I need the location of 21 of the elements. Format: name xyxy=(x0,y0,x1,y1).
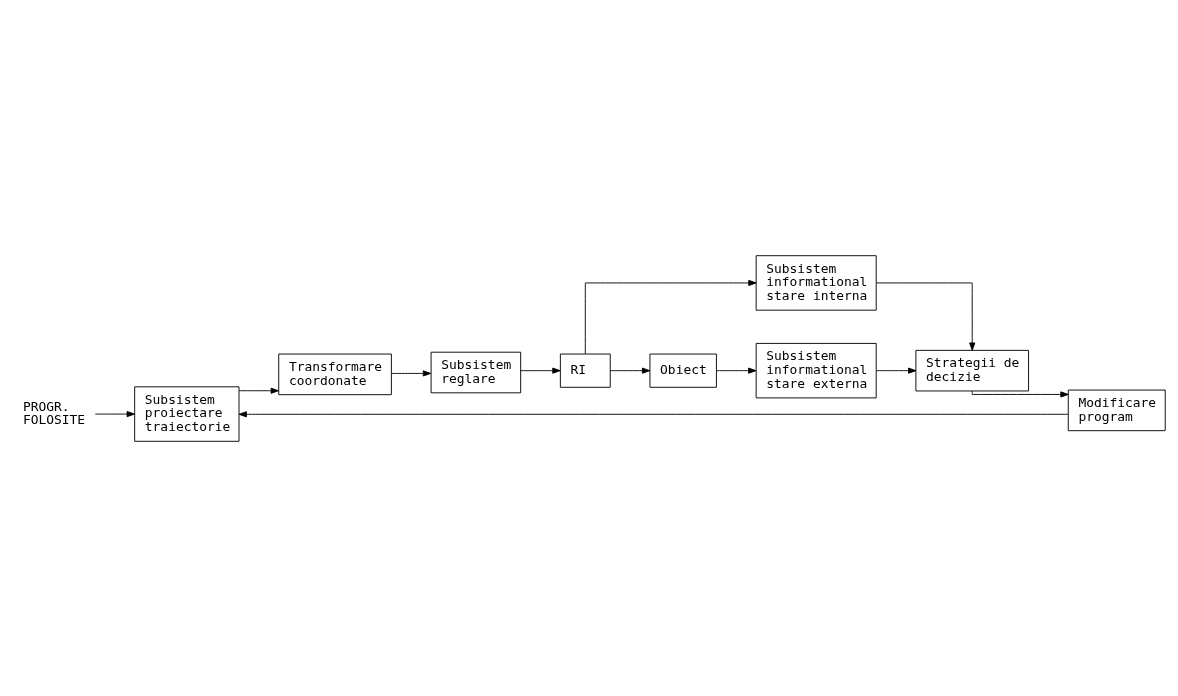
arrow xyxy=(716,367,757,374)
arrow xyxy=(94,410,135,417)
node-box: Subsistem proiectare traiectorie xyxy=(134,385,240,442)
arrow xyxy=(391,369,432,376)
node-box: Subsistem informational stare interna xyxy=(755,254,877,311)
node-box: Strategii de decizie xyxy=(915,349,1029,391)
node-box: Obiect xyxy=(649,353,717,388)
arrow xyxy=(609,367,651,374)
arrow xyxy=(238,387,279,394)
arrow xyxy=(238,410,1069,417)
node-box: Subsistem reglare xyxy=(430,351,522,393)
node-box: Subsistem informational stare externa xyxy=(755,342,877,398)
node-box: Modificare program xyxy=(1067,389,1166,431)
arrow xyxy=(971,390,1069,397)
arrow xyxy=(584,279,757,354)
node-box: RI xyxy=(559,353,611,388)
node-text: PROGR. FOLOSITE xyxy=(22,398,86,427)
arrow xyxy=(876,367,917,374)
arrow xyxy=(520,367,561,374)
node-box: Transformare coordonate xyxy=(278,353,392,395)
arrow xyxy=(876,282,976,351)
